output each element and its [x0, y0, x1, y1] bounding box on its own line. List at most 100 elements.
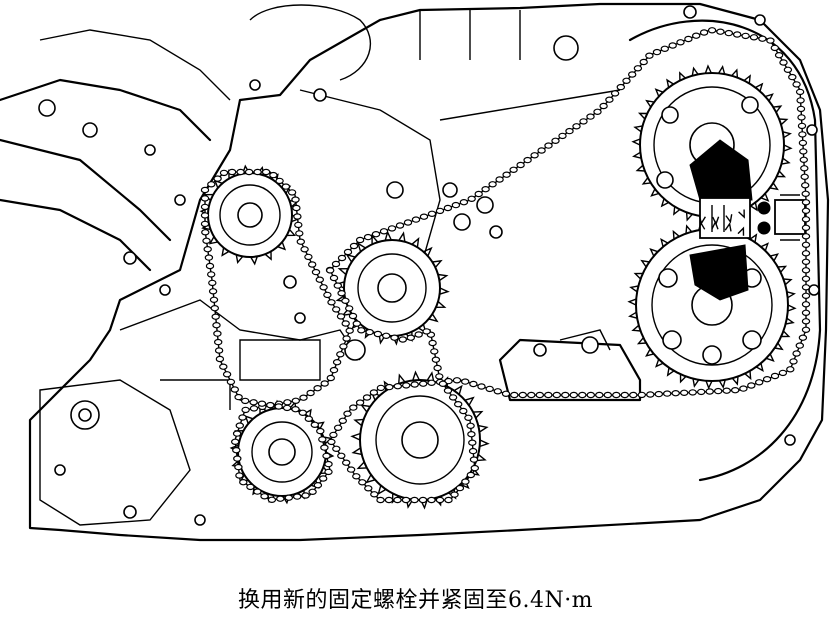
chain-link: [435, 373, 444, 380]
chain-link: [235, 472, 244, 479]
upper-idler-sprocket: [207, 172, 293, 258]
chain-link: [629, 391, 638, 399]
chain-link: [203, 245, 212, 253]
chain-link: [319, 475, 328, 482]
chain-link: [226, 378, 236, 386]
chain-link: [569, 391, 579, 399]
chain-link: [792, 350, 801, 357]
chain-link: [427, 379, 436, 386]
chain-link: [800, 173, 809, 180]
chain-link: [227, 168, 237, 176]
chain-link: [266, 401, 275, 409]
chain-link: [801, 326, 811, 333]
chain-link: [261, 168, 271, 176]
chain-link: [293, 493, 302, 500]
chain-link: [747, 382, 756, 389]
chain-link: [461, 478, 470, 485]
chain-link: [348, 312, 358, 320]
chain-link: [697, 388, 706, 396]
chain-link: [801, 267, 811, 274]
chain-link: [306, 389, 315, 397]
chain-link: [343, 410, 352, 417]
chain-link: [249, 399, 258, 406]
chain-link: [371, 230, 381, 238]
chain-link: [586, 391, 596, 399]
chain-link: [406, 334, 415, 341]
chain-link: [418, 496, 428, 504]
chain-link: [663, 390, 672, 397]
chain-link: [467, 431, 476, 438]
chain-link: [222, 371, 232, 378]
chain-link: [236, 168, 245, 176]
chain-link: [435, 496, 445, 504]
chain-link: [376, 384, 386, 392]
chain-link: [452, 377, 462, 384]
chain-link: [668, 42, 677, 49]
chain-link: [450, 491, 459, 498]
chain-link: [579, 118, 588, 125]
chain-link: [213, 330, 222, 337]
chain-link: [376, 496, 385, 504]
chain-link: [202, 237, 211, 244]
chain-link: [390, 334, 399, 341]
chain-link: [232, 447, 241, 454]
chain-link: [343, 248, 353, 256]
chain-link: [249, 405, 259, 412]
gear-teeth: [627, 220, 797, 390]
chain-link: [801, 284, 811, 291]
chain-link: [244, 168, 254, 176]
chain-link: [801, 250, 811, 257]
chain-link: [338, 417, 347, 424]
chain-link: [352, 473, 361, 480]
chain-link: [468, 447, 478, 455]
chain-link: [443, 387, 453, 394]
chain-link: [789, 358, 798, 365]
chain-link: [393, 496, 402, 504]
chain-link: [332, 445, 341, 452]
chain-link: [796, 97, 805, 104]
chain-link: [501, 390, 511, 397]
chain-link: [422, 328, 431, 335]
chain-link: [403, 219, 413, 226]
chain-link: [323, 291, 332, 299]
chain-link: [363, 233, 373, 241]
chain-link: [572, 123, 581, 130]
gear-teeth: [631, 64, 793, 226]
chain-link: [284, 494, 293, 501]
chain-link: [616, 83, 626, 91]
chain-link: [295, 230, 304, 237]
chain-link: [342, 335, 351, 342]
chain-link: [318, 436, 327, 443]
chain-link: [355, 236, 365, 244]
chain-link: [527, 391, 536, 399]
chain-link: [502, 171, 511, 178]
chain-link: [304, 415, 313, 422]
chain-link: [770, 372, 780, 380]
chain-link: [801, 318, 811, 325]
chain-link: [410, 381, 419, 388]
chain-link: [282, 404, 292, 412]
chain-link: [433, 364, 442, 372]
chain-link: [798, 139, 808, 147]
chain-link: [707, 27, 717, 34]
chain-link: [801, 301, 811, 308]
chain-link: [474, 190, 483, 198]
chain-link: [427, 210, 437, 217]
chain-link: [304, 253, 313, 261]
chain-link: [443, 204, 453, 212]
chain-link: [319, 284, 328, 291]
chain-link: [342, 459, 351, 466]
chain-link: [652, 48, 662, 56]
chain-link: [544, 142, 553, 149]
timing-chains: [200, 27, 811, 504]
chain-link: [801, 258, 811, 265]
chain-link: [200, 203, 210, 211]
chain-link: [798, 131, 807, 138]
chain-link: [544, 391, 553, 399]
chain-link: [214, 347, 224, 354]
chain-link: [337, 290, 346, 297]
chain-link: [778, 369, 788, 377]
chain-link: [385, 383, 394, 391]
chain-link: [267, 496, 277, 503]
chain-link: [699, 29, 709, 36]
